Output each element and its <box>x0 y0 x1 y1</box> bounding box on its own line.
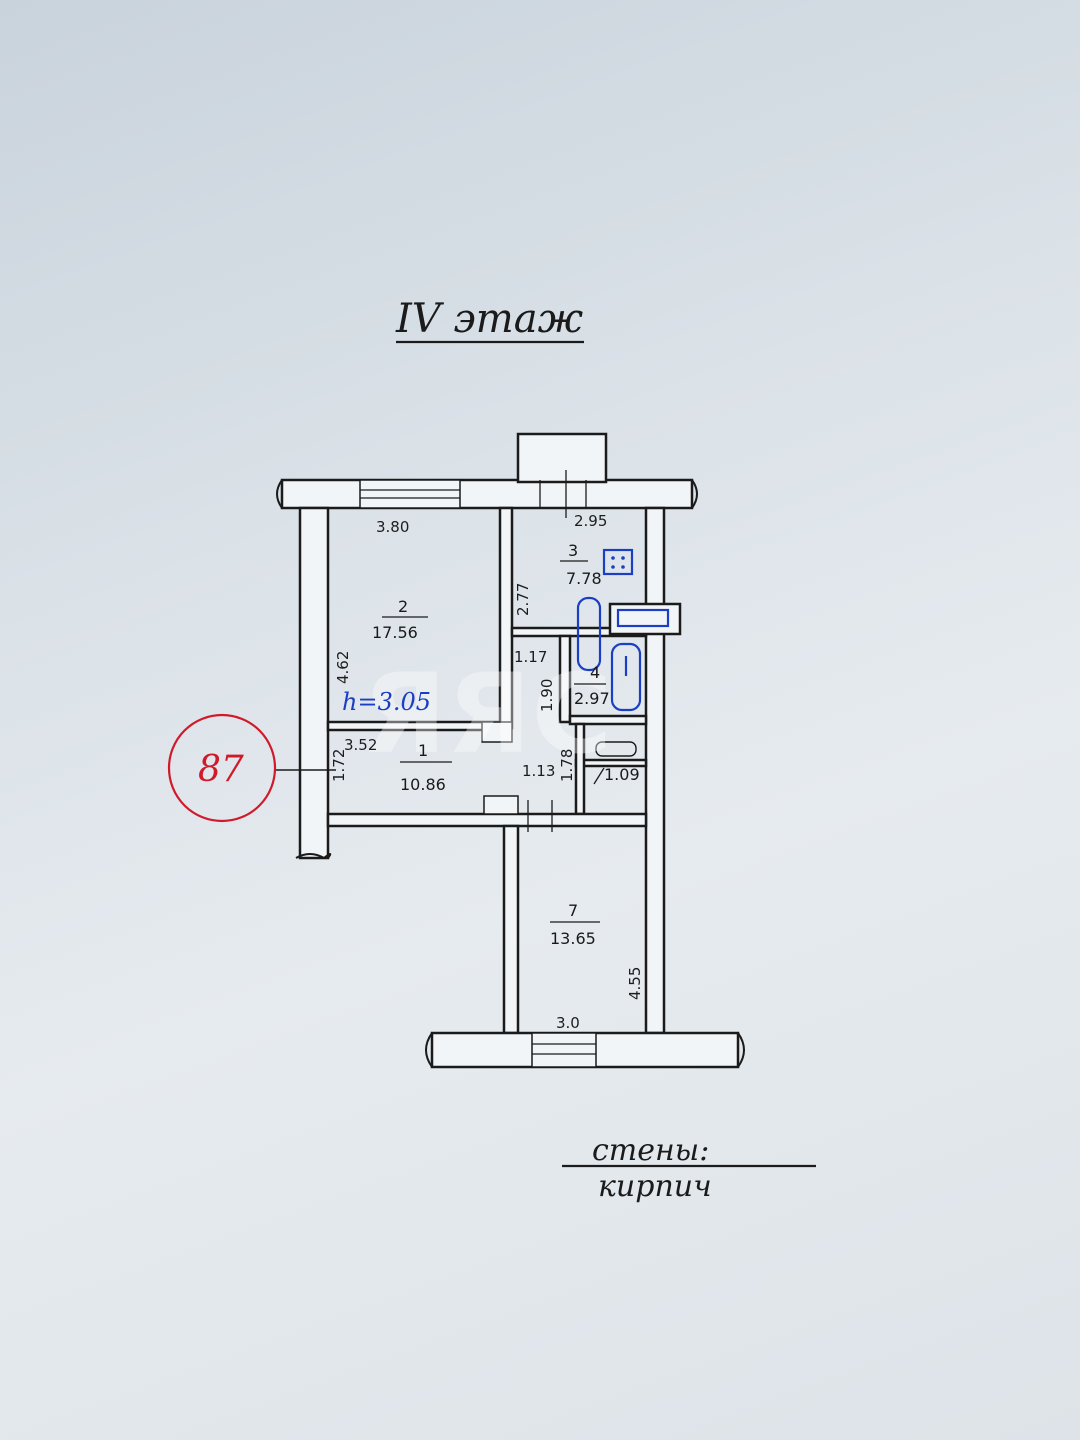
dim-room1-depth: 1.72 <box>330 749 348 782</box>
room-4-area: 2.97 <box>574 689 610 708</box>
walls-label: стены: <box>592 1133 709 1168</box>
bathtub-small-icon <box>576 596 602 672</box>
ceiling-height: h=3.05 <box>342 688 431 716</box>
dim-room7-depth: 4.55 <box>626 967 644 1000</box>
dim-room3-width: 2.95 <box>574 512 607 530</box>
sink-icon <box>616 608 670 628</box>
top-exterior-wall <box>276 432 698 518</box>
room-3-label: 3 7.78 <box>560 541 602 588</box>
window-top-left <box>359 479 461 509</box>
bathtub-icon <box>610 642 642 712</box>
partition-1-7 <box>326 812 648 828</box>
room-5-label: 1.09 <box>593 765 640 785</box>
room-4-id: 4 <box>590 663 600 682</box>
walls-note: стены: кирпич <box>562 1133 816 1204</box>
room-1-area: 10.86 <box>400 775 446 794</box>
room-3-id: 3 <box>568 541 578 560</box>
room-2-label: 2 17.56 <box>372 597 428 642</box>
left-wall <box>298 506 330 860</box>
dim-door: 1.13 <box>522 762 555 780</box>
top-wall <box>280 478 694 510</box>
dim-room2-depth: 4.62 <box>334 651 352 684</box>
plumbing-fixtures <box>576 548 682 757</box>
door-2-1 <box>481 721 513 743</box>
room-4-label: 4 2.97 <box>574 663 610 708</box>
dim-bath-depth: 1.78 <box>558 749 576 782</box>
room-7-area: 13.65 <box>550 929 596 948</box>
bottom-exterior-wall <box>425 1031 745 1069</box>
room-7-id: 7 <box>568 901 578 920</box>
room-2-id: 2 <box>398 597 408 616</box>
right-wall <box>644 506 666 1035</box>
partition-4-5 <box>568 714 648 726</box>
dim-room7-width: 3.0 <box>556 1014 580 1032</box>
top-wall-breaks <box>276 479 698 509</box>
left-wall-break <box>295 853 332 860</box>
balcony-box <box>516 432 608 484</box>
apartment-number: 87 <box>198 749 244 790</box>
door-1 <box>483 795 519 815</box>
apartment-stamp: 87 <box>167 713 336 823</box>
window-bottom <box>531 1032 597 1068</box>
room-3-area: 7.78 <box>566 569 602 588</box>
room-1-id: 1 <box>418 741 428 760</box>
room-5-area: 1.09 <box>604 765 640 784</box>
partition-4-left <box>558 634 572 724</box>
room-2-area: 17.56 <box>372 623 418 642</box>
room-1-label: 1 10.86 <box>400 741 452 794</box>
floor-title: IV этаж <box>395 296 584 342</box>
dim-corridor: 1.17 <box>514 648 547 666</box>
toilet-icon <box>595 741 637 757</box>
stove-icon <box>602 548 634 576</box>
stamp-circle <box>167 713 277 823</box>
dim-room3-depth: 2.77 <box>514 583 532 616</box>
room7-left-wall <box>502 824 520 1035</box>
sink-counter <box>608 602 682 636</box>
floor-title-group: IV этаж <box>395 296 584 344</box>
dim-room1-width: 3.52 <box>344 736 377 754</box>
watermark: ЯЯС <box>362 650 612 778</box>
dim-room2-width: 3.80 <box>376 518 409 536</box>
walls-material: кирпич <box>598 1169 712 1204</box>
room-7-label: 7 13.65 <box>550 901 600 948</box>
dim-hall-depth: 1.90 <box>538 679 556 712</box>
